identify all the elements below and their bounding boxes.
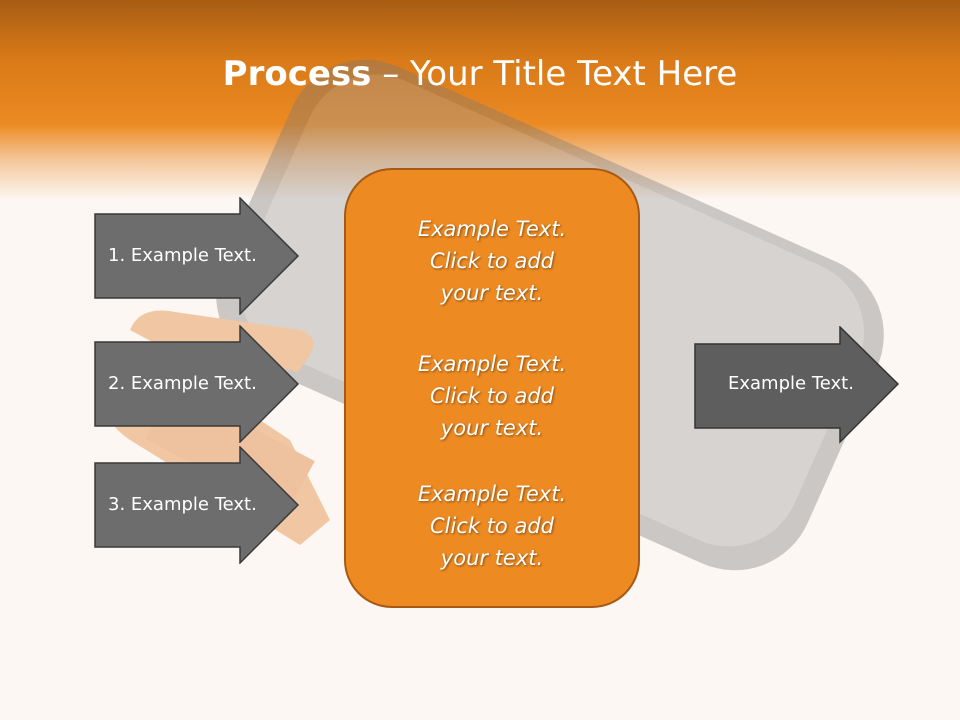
left-arrow-2-label: 2. Example Text. [108, 373, 257, 394]
title-rest: Your Title Text Here [410, 54, 738, 94]
center-paragraph-3-line1: Example Text. [417, 482, 567, 506]
slide-title: Process – Your Title Text Here [0, 50, 960, 98]
header-band [0, 0, 960, 200]
left-arrow-1 [94, 197, 300, 315]
center-paragraph-1: Example Text. Click to add your text. [344, 213, 640, 309]
center-paragraph-2-line2: Click to add [429, 384, 554, 408]
center-paragraph-3-line3: your text. [440, 546, 544, 570]
center-paragraph-1-line3: your text. [440, 281, 544, 305]
right-arrow-label: Example Text. [728, 373, 854, 394]
center-paragraph-1-line1: Example Text. [417, 217, 567, 241]
right-arrow [694, 326, 900, 444]
center-paragraph-2-line3: your text. [440, 416, 544, 440]
center-paragraph-3-line2: Click to add [429, 514, 554, 538]
left-arrow-1-label: 1. Example Text. [108, 245, 257, 266]
left-arrow-3-label: 3. Example Text. [108, 494, 257, 515]
center-content-box [344, 168, 640, 608]
title-dash: – [371, 54, 411, 94]
left-arrow-3 [94, 446, 300, 564]
title-bold-part: Process [222, 54, 372, 94]
center-paragraph-1-line2: Click to add [429, 249, 554, 273]
center-paragraph-2: Example Text. Click to add your text. [344, 348, 640, 444]
center-paragraph-3: Example Text. Click to add your text. [344, 478, 640, 574]
center-paragraph-2-line1: Example Text. [417, 352, 567, 376]
left-arrow-2 [94, 325, 300, 443]
